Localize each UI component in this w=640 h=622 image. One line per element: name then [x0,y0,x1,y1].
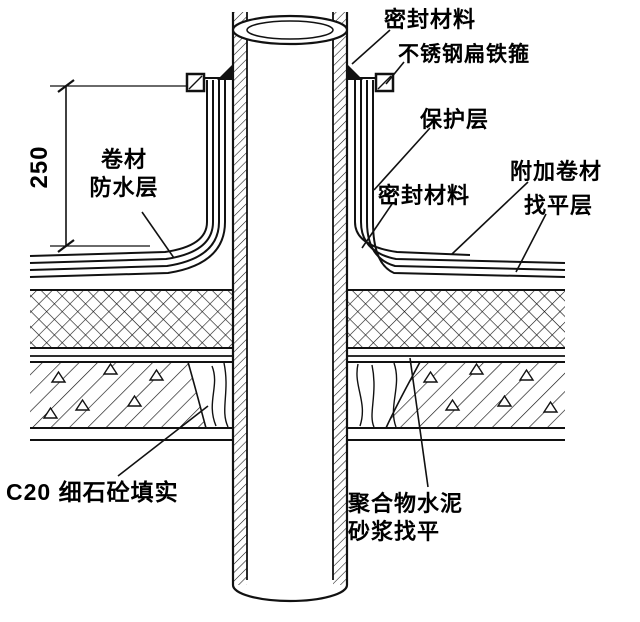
mortar-fill-texture [356,362,398,428]
sealing-material-top-left [217,64,233,80]
label-polymer-cement-mortar: 聚合物水泥 砂浆找平 [348,490,463,545]
insulation-crosshatch-layer [30,289,565,363]
dimension-250 [50,79,188,253]
pipe-bottom-ellipse [231,584,349,603]
label-leveling-layer: 找平层 [524,193,594,218]
label-protective-layer: 保护层 [420,107,490,132]
steel-hoop-clamps [185,72,395,93]
label-polymer-line2: 砂浆找平 [348,518,441,544]
label-stainless-steel-hoop: 不锈钢扁铁箍 [398,43,530,66]
label-additional-membrane: 附加卷材 [510,159,603,184]
label-polymer-line1: 聚合物水泥 [348,491,464,516]
structural-slab [30,361,565,441]
label-membrane-line1: 卷材 [100,147,147,172]
label-membrane-line2: 防水层 [89,174,159,200]
dimension-value: 250 [26,145,53,189]
label-membrane-waterproof-layer: 卷材 防水层 [76,146,172,201]
label-sealing-material-mid: 密封材料 [378,183,471,208]
label-c20-concrete-fill: C20 细石砼填实 [6,479,179,505]
aggregate-symbols [42,362,559,419]
pipe [231,12,349,603]
c20-fill-texture [211,362,229,428]
leader-lines [117,29,547,488]
sealing-material-top-right [347,64,363,80]
label-sealing-material-top: 密封材料 [384,7,477,32]
collar-flashing [29,64,566,278]
